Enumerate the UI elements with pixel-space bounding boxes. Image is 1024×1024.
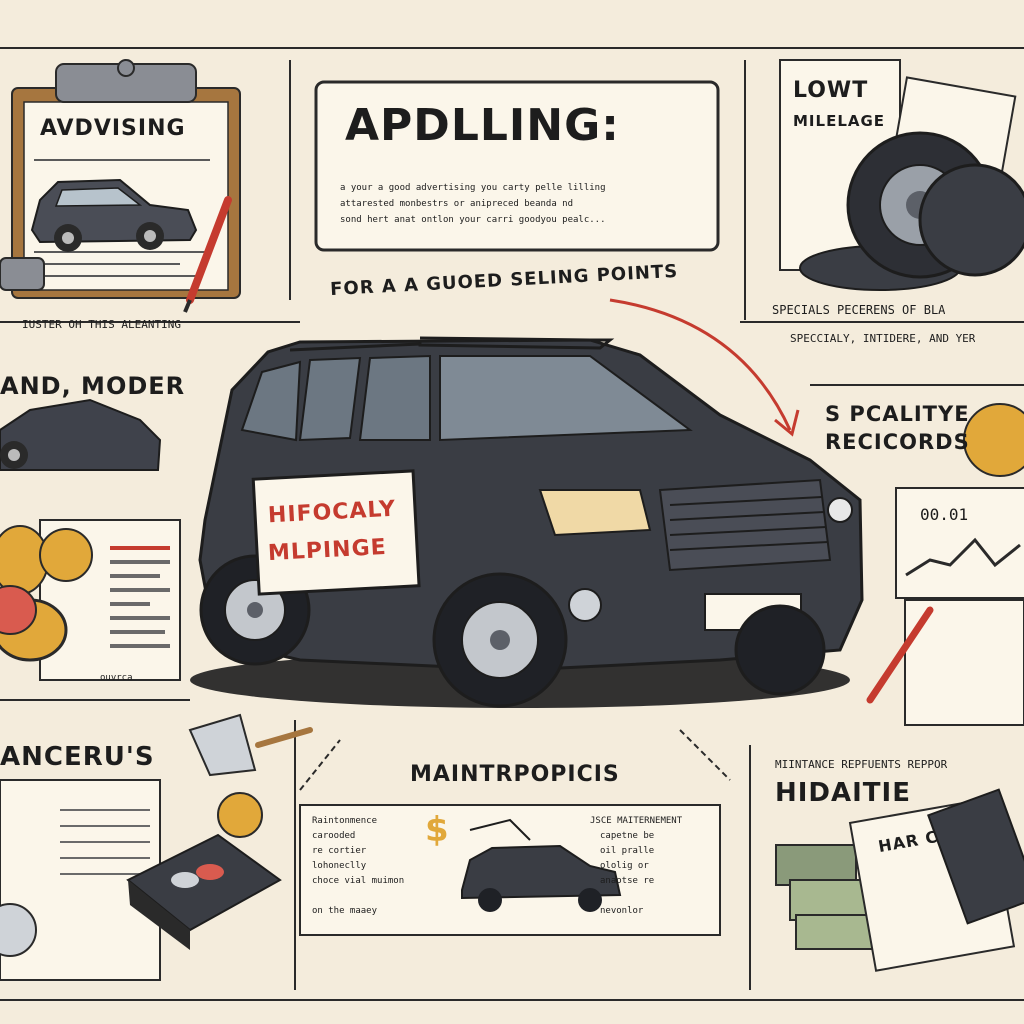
frame-lines: [0, 47, 1024, 1001]
records-chart-label: 00.01: [920, 508, 969, 522]
sports-car-icon: [0, 398, 162, 471]
tire-icon: [779, 59, 1024, 291]
advertising-caption: IUSTER OH THIS ALEANTING: [22, 318, 181, 331]
coin-note: ouvrca: [100, 673, 133, 683]
report-document-icon: [848, 788, 1024, 972]
bottle-icon: [0, 257, 45, 291]
pen-icon: [183, 196, 232, 313]
maintenance-left-4: lohoneclly: [312, 861, 367, 871]
maintenance-right-6: nevonlor: [600, 906, 644, 916]
maintenance-left-6: on the maaey: [312, 906, 378, 916]
maintenance-left-1: Raintonmence: [312, 816, 378, 826]
line-chart-icon: [866, 487, 1024, 726]
history-title: HIDAITIE: [775, 778, 911, 808]
coins-icon: [0, 525, 93, 662]
wheel-far: [734, 604, 826, 696]
chart-document-icon: [39, 519, 181, 681]
headline-line-1: a your a good advertising you carty pell…: [340, 183, 606, 193]
maintenance-left-3: re cortier: [312, 846, 367, 856]
maintenance-right-1: JSCE MAITERNEMENT: [590, 816, 683, 826]
small-car-icon: [461, 818, 622, 912]
maintenance-right-3: oil pralle: [600, 846, 655, 856]
brand-title: AND, MODER: [0, 372, 186, 400]
suv-car-illustration: [190, 336, 864, 708]
headline-title: APDLLING:: [345, 100, 620, 151]
dollar-icon: $: [425, 810, 450, 850]
mileage-title-line-1: LOWT: [793, 78, 869, 103]
records-title-line-2: RECICORDS: [825, 430, 970, 454]
records-title-line-1: S PCALITYE: [825, 402, 970, 426]
wheel-front: [432, 572, 568, 708]
maintenance-left-2: carooded: [312, 831, 356, 841]
headline-line-3: sond hert anat ontlon your carri goodyou…: [340, 215, 606, 225]
headline-frame: [314, 80, 720, 252]
clipboard-icon: [11, 59, 241, 299]
finance-title: ANCERU'S: [0, 742, 155, 772]
maintenance-title: MAINTRPOPICIS: [410, 762, 620, 787]
arrow-icon: [609, 298, 792, 431]
maintenance-right-4: ololig or: [600, 861, 649, 871]
maintenance-right-5: anaotse re: [600, 876, 655, 886]
maintenance-right-2: capetne be: [600, 831, 655, 841]
mileage-title-line-2: MILELAGE: [793, 112, 886, 130]
cup-icon: [188, 713, 313, 777]
money-box-icon: [126, 792, 282, 950]
special-line-2: SPECCIALY, INTIDERE, AND YER: [790, 332, 976, 345]
maintenance-left-5: choce vial muimon: [312, 876, 405, 886]
special-line-1: SPECIALS PECERENS OF BLA: [772, 303, 946, 317]
advertising-title: AVDVISING: [40, 116, 186, 141]
history-header: MIINTANCE REPFUENTS REPPOR: [775, 758, 948, 771]
headline-line-2: attarested monbestrs or anipreced beanda…: [340, 199, 573, 209]
